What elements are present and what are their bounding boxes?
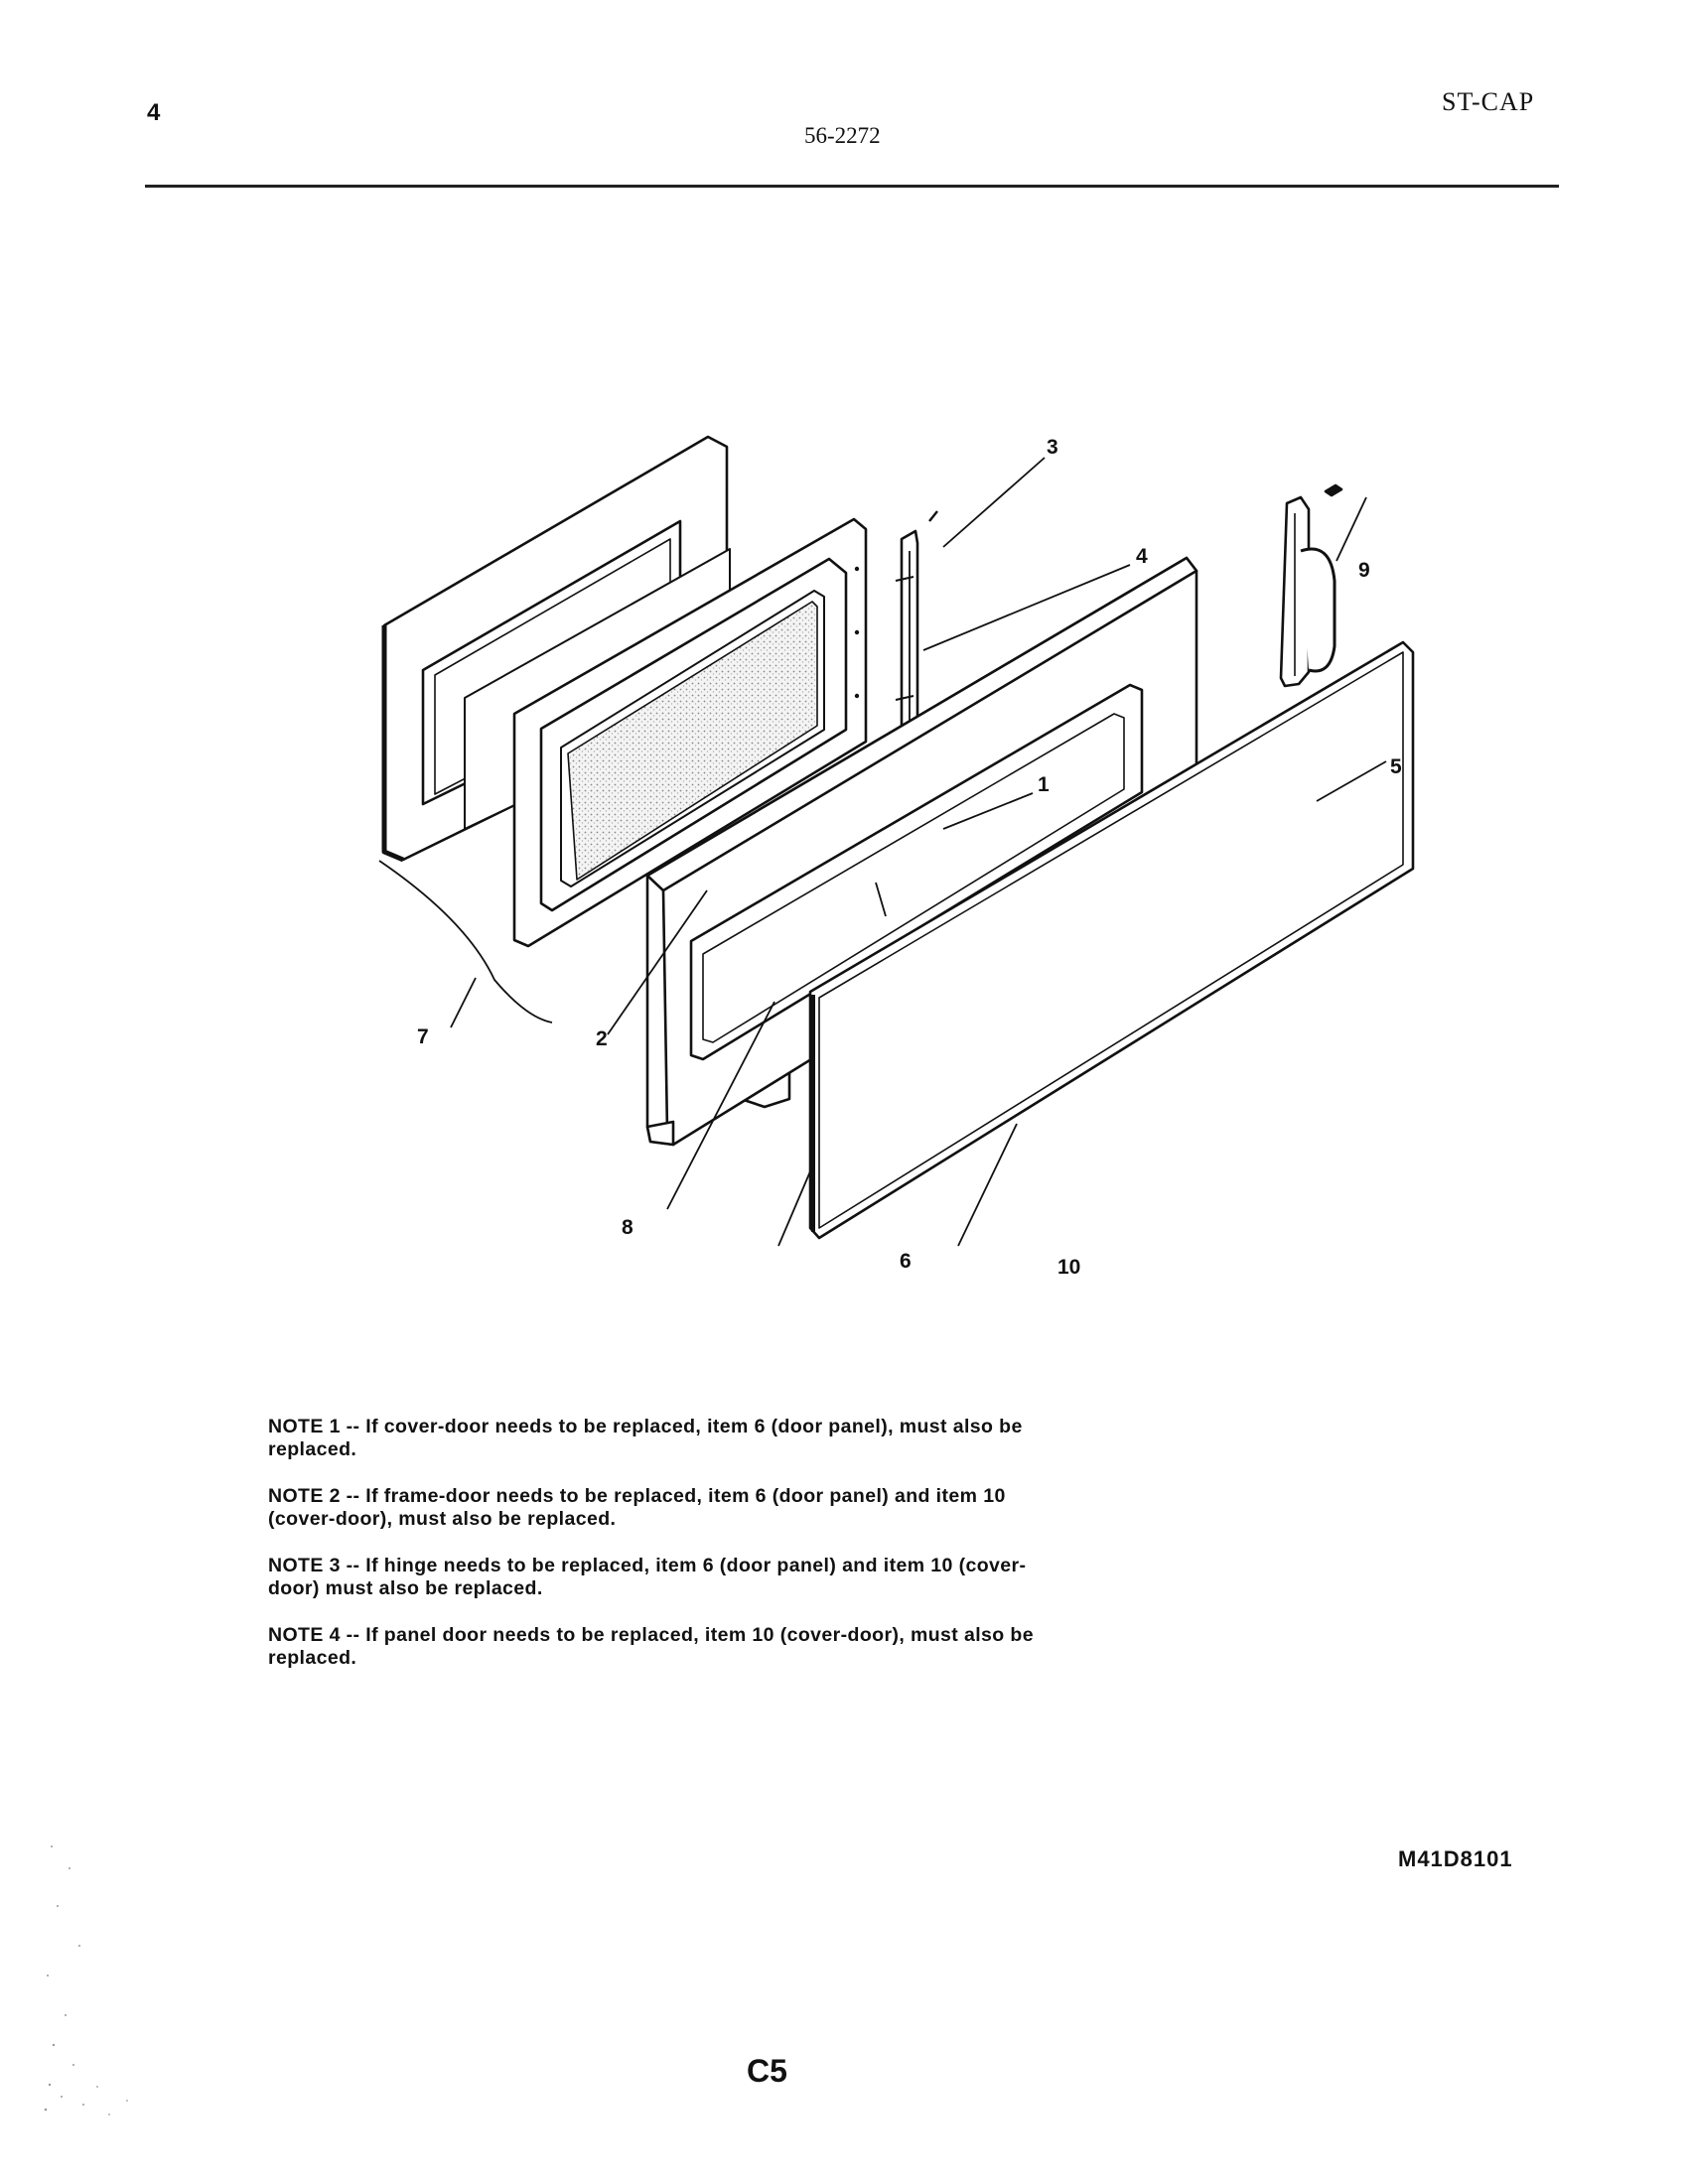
callout-10: 10: [1057, 1256, 1080, 1279]
model-code: ST-CAP: [1442, 87, 1535, 116]
inner-door-frame: [512, 517, 868, 948]
page-label: C5: [747, 2053, 787, 2089]
note-1: NOTE 1 -- If cover-door needs to be repl…: [268, 1416, 1023, 1460]
cover-door-panel-part: [808, 640, 1415, 1240]
callout-7: 7: [417, 1025, 429, 1048]
handle-screw-part: [1324, 483, 1343, 497]
callout-4: 4: [1136, 545, 1148, 568]
note-2: NOTE 2 -- If frame-door needs to be repl…: [268, 1485, 1006, 1530]
callout-3: 3: [1047, 436, 1058, 459]
document-code: 56-2272: [804, 123, 881, 148]
notes-section: NOTE 1 -- If cover-door needs to be repl…: [268, 1416, 1043, 1694]
leader-lines: [378, 457, 1387, 1247]
page-number: 4: [147, 99, 161, 126]
door-handle-part: [1279, 495, 1336, 688]
note-3: NOTE 3 -- If hinge needs to be replaced,…: [268, 1555, 1027, 1599]
callout-5: 5: [1390, 755, 1402, 778]
figure-code: M41D8101: [1398, 1846, 1513, 1871]
callout-9: 9: [1358, 559, 1370, 582]
header-rule: [145, 185, 1559, 188]
note-4: NOTE 4 -- If panel door needs to be repl…: [268, 1624, 1034, 1669]
callout-6: 6: [900, 1250, 912, 1273]
door-panel-part: [645, 556, 1198, 1147]
scan-noise: [44, 1845, 128, 2116]
callout-1: 1: [1038, 773, 1050, 796]
exploded-parts-diagram: 1 2 3 4 5 6 7 8 9 10: [378, 435, 1415, 1279]
callout-8: 8: [622, 1216, 633, 1239]
callout-2: 2: [596, 1027, 608, 1050]
